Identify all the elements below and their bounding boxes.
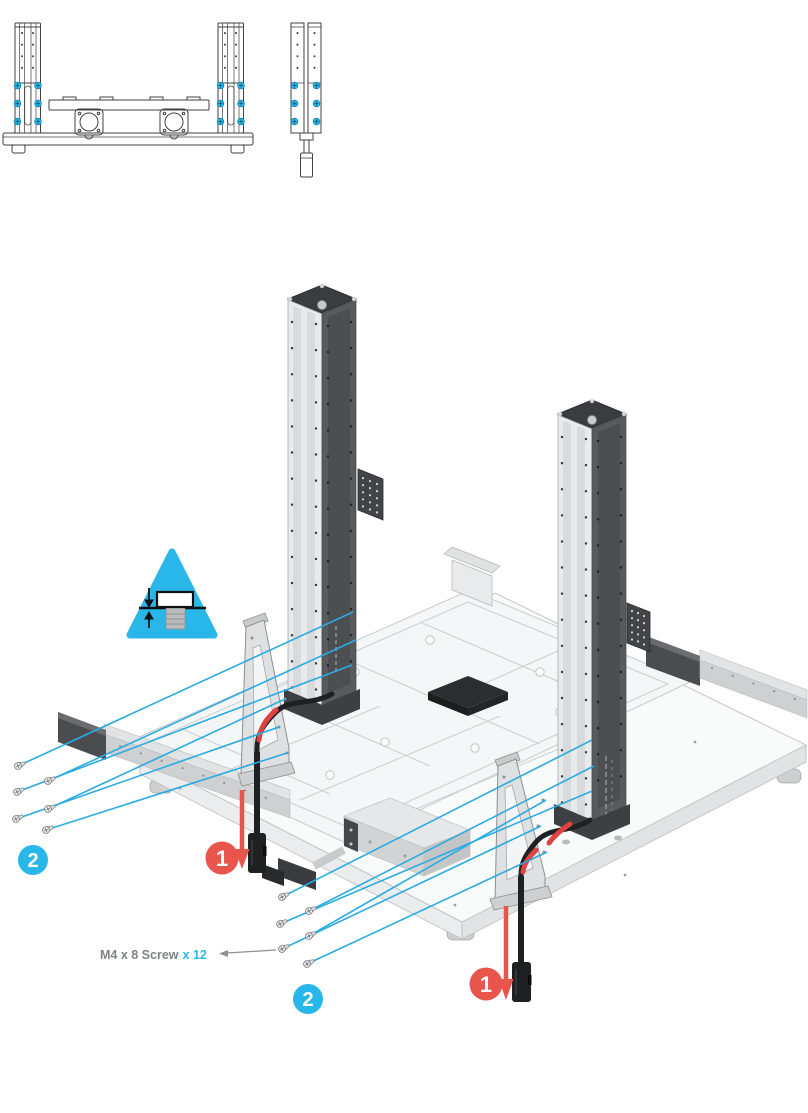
base-bar xyxy=(2,132,254,154)
step2-callout-left: 2 xyxy=(18,845,48,875)
step1-number: 1 xyxy=(480,972,492,997)
screw-qty-text: x 12 xyxy=(183,948,207,962)
side-view-drawing xyxy=(290,22,322,178)
screw-label: M4 x 8 Screw x 12 xyxy=(100,948,277,962)
m4x8-screw-icons-left xyxy=(11,759,57,835)
module-brand-label xyxy=(605,756,613,814)
tower-base-right xyxy=(554,804,630,840)
cable-left xyxy=(248,691,335,873)
perforated-plate-left xyxy=(357,468,384,521)
linear-rail-right xyxy=(646,636,808,719)
frame-flip-tab xyxy=(443,546,501,607)
m4x8-screw-icons-bottom xyxy=(274,890,318,970)
step1-callout-left: 1 xyxy=(205,790,250,875)
cable-right xyxy=(512,817,593,1002)
vertical-module-right xyxy=(554,398,651,845)
cable-connector-side-view xyxy=(299,132,314,178)
carriage-assembly xyxy=(48,96,210,140)
screw-name-text: M4 x 8 Screw xyxy=(100,948,179,962)
step2-callout-bottom: 2 xyxy=(293,984,323,1014)
electronics-box xyxy=(428,676,508,716)
step-number-badge xyxy=(469,967,503,1001)
step1-number: 1 xyxy=(216,846,228,871)
step-number-badge xyxy=(293,984,323,1014)
flush-arrows xyxy=(144,588,154,628)
perforated-plate-right xyxy=(626,602,651,653)
step-number-badge xyxy=(205,841,239,875)
red-cable-sleeve xyxy=(256,707,279,743)
isometric-assembly xyxy=(58,283,808,1002)
step1-callout-right: 1 xyxy=(469,906,514,1001)
red-cable-sleeve xyxy=(546,821,573,846)
step2-number: 2 xyxy=(27,850,38,872)
vertical-module-left xyxy=(284,283,384,725)
tower-base-left xyxy=(284,689,360,725)
label-arrowhead xyxy=(219,950,228,957)
caution-flush-mount-icon xyxy=(126,548,218,639)
step-number-badge xyxy=(18,845,48,875)
front-view-drawing xyxy=(2,23,254,154)
screw-leader-lines-bottom xyxy=(274,739,595,970)
step2-number: 2 xyxy=(302,989,313,1011)
screw-leader-lines-left xyxy=(11,611,357,835)
down-arrow-icon xyxy=(234,849,250,869)
cable-connector-left xyxy=(248,833,267,873)
cable-connector-right xyxy=(512,962,532,1002)
